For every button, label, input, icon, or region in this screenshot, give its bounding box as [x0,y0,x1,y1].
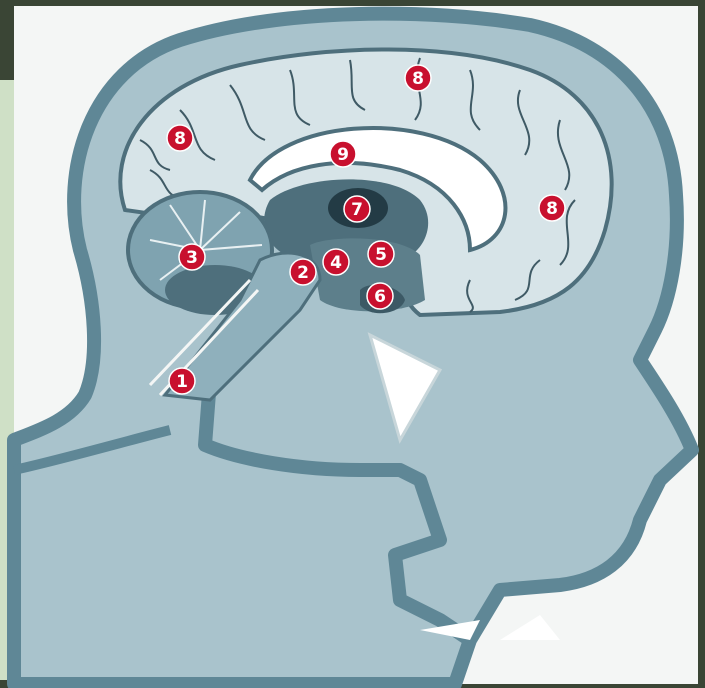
marker-ventricle: 7 [344,196,370,222]
marker-cerebrum-top: 8 [405,65,431,91]
marker-corpus-callosum: 9 [330,141,356,167]
marker-cerebrum-back: 8 [167,125,193,151]
marker-cerebellum: 3 [179,244,205,270]
marker-number: 8 [546,199,558,219]
marker-hypothalamus: 5 [368,241,394,267]
marker-number: 1 [176,372,188,392]
marker-number: 8 [174,129,186,149]
marker-number: 7 [351,200,363,220]
marker-midbrain: 2 [290,259,316,285]
marker-number: 4 [330,253,342,273]
marker-number: 2 [297,263,309,283]
marker-number: 3 [186,248,198,268]
marker-number: 6 [374,287,386,307]
marker-brainstem: 1 [169,368,195,394]
marker-number: 5 [375,245,387,265]
marker-thalamus: 4 [323,249,349,275]
marker-number: 8 [412,69,424,89]
marker-number: 9 [337,145,349,165]
marker-pituitary: 6 [367,283,393,309]
marker-cerebrum-front: 8 [539,195,565,221]
